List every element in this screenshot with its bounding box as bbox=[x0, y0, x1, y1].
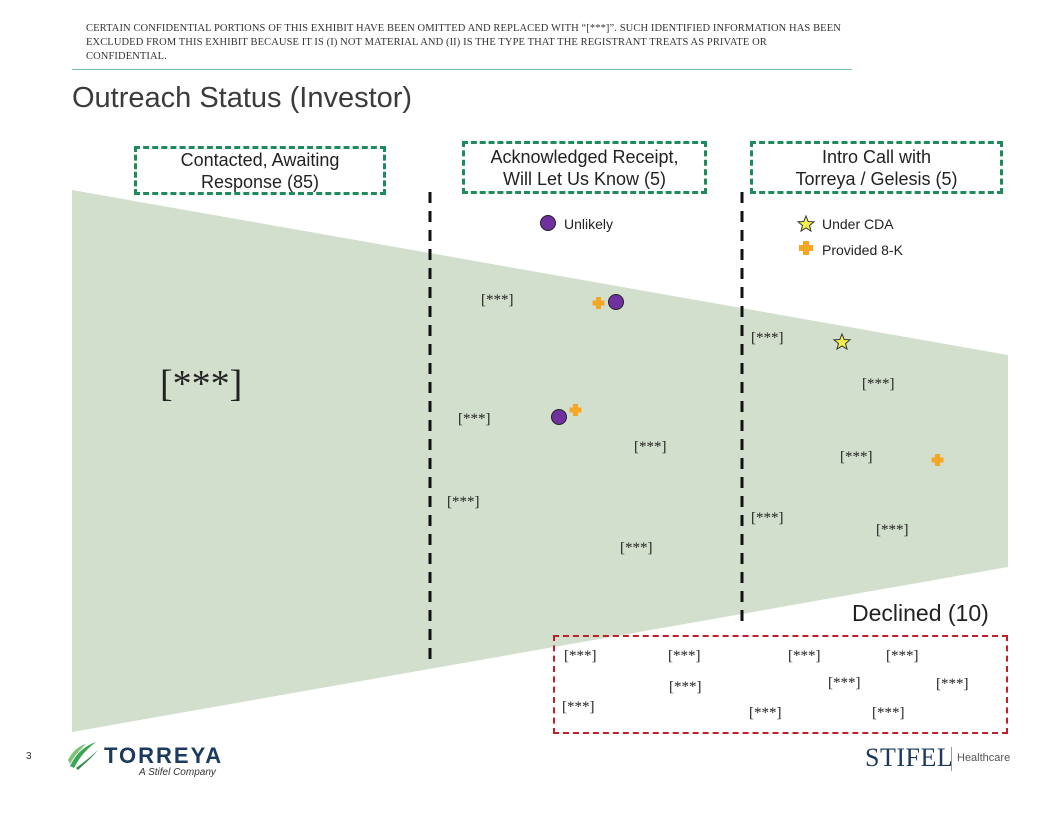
header-divider bbox=[72, 69, 852, 70]
legend-provided-8k-label: Provided 8-K bbox=[822, 242, 903, 258]
unlikely-marker bbox=[608, 294, 624, 310]
contacted-redacted-list: [***] bbox=[160, 363, 243, 405]
stage-intro-call-line2: Torreya / Gelesis (5) bbox=[795, 168, 958, 189]
stage-acknowledged-line2: Will Let Us Know (5) bbox=[502, 168, 667, 189]
acknowledged-investor: [***] bbox=[447, 494, 480, 510]
declined-investor: [***] bbox=[788, 648, 821, 664]
under-cda-marker bbox=[832, 332, 852, 351]
provided-8k-marker bbox=[592, 297, 605, 309]
stage-acknowledged-line1: Acknowledged Receipt, bbox=[490, 146, 679, 167]
intro-call-investor: [***] bbox=[876, 522, 909, 538]
legend-under-cda-label: Under CDA bbox=[822, 216, 894, 232]
declined-investor: [***] bbox=[668, 648, 701, 664]
torreya-logo-subtitle: A Stifel Company bbox=[139, 767, 216, 778]
torreya-leaf-icon bbox=[68, 742, 98, 770]
declined-investor: [***] bbox=[828, 675, 861, 691]
stifel-logo: STIFEL bbox=[865, 743, 954, 772]
intro-call-investor: [***] bbox=[862, 376, 895, 392]
provided-8k-marker bbox=[569, 404, 582, 416]
intro-call-investor: [***] bbox=[840, 449, 873, 465]
funnel-shape bbox=[72, 190, 1008, 732]
acknowledged-investor: [***] bbox=[458, 411, 491, 427]
stage-intro-call-line1: Intro Call with bbox=[821, 146, 932, 167]
declined-investor: [***] bbox=[564, 648, 597, 664]
stage-acknowledged-header: Acknowledged Receipt, Will Let Us Know (… bbox=[462, 141, 707, 194]
stage-contacted-line1: Contacted, Awaiting bbox=[180, 149, 340, 170]
declined-investor: [***] bbox=[886, 648, 919, 664]
stage-intro-call-header: Intro Call with Torreya / Gelesis (5) bbox=[750, 141, 1003, 194]
declined-investor: [***] bbox=[872, 705, 905, 721]
intro-call-investor: [***] bbox=[751, 330, 784, 346]
logo-divider bbox=[951, 747, 952, 771]
declined-investor: [***] bbox=[749, 705, 782, 721]
declined-investor: [***] bbox=[669, 679, 702, 695]
torreya-logo: TORREYA bbox=[104, 743, 224, 768]
provided-8k-legend-marker bbox=[799, 241, 813, 255]
page-title: Outreach Status (Investor) bbox=[72, 82, 413, 114]
page-number: 3 bbox=[26, 751, 32, 762]
acknowledged-investor: [***] bbox=[481, 292, 514, 308]
stage-contacted-line2: Response (85) bbox=[200, 171, 320, 192]
unlikely-legend-marker bbox=[540, 215, 556, 231]
confidentiality-disclaimer: CERTAIN CONFIDENTIAL PORTIONS OF THIS EX… bbox=[86, 23, 841, 62]
intro-call-investor: [***] bbox=[751, 510, 784, 526]
legend-unlikely-label: Unlikely bbox=[564, 216, 614, 232]
stifel-healthcare-label: Healthcare bbox=[957, 752, 1011, 764]
under-cda-legend-marker bbox=[796, 214, 816, 233]
declined-investor: [***] bbox=[936, 676, 969, 692]
stage-contacted-header: Contacted, Awaiting Response (85) bbox=[134, 146, 386, 195]
acknowledged-investor: [***] bbox=[634, 439, 667, 455]
declined-title: Declined (10) bbox=[852, 600, 989, 626]
acknowledged-investor: [***] bbox=[620, 540, 653, 556]
unlikely-marker bbox=[551, 409, 567, 425]
declined-box bbox=[553, 635, 1008, 734]
provided-8k-marker bbox=[931, 454, 944, 466]
declined-investor: [***] bbox=[562, 699, 595, 715]
